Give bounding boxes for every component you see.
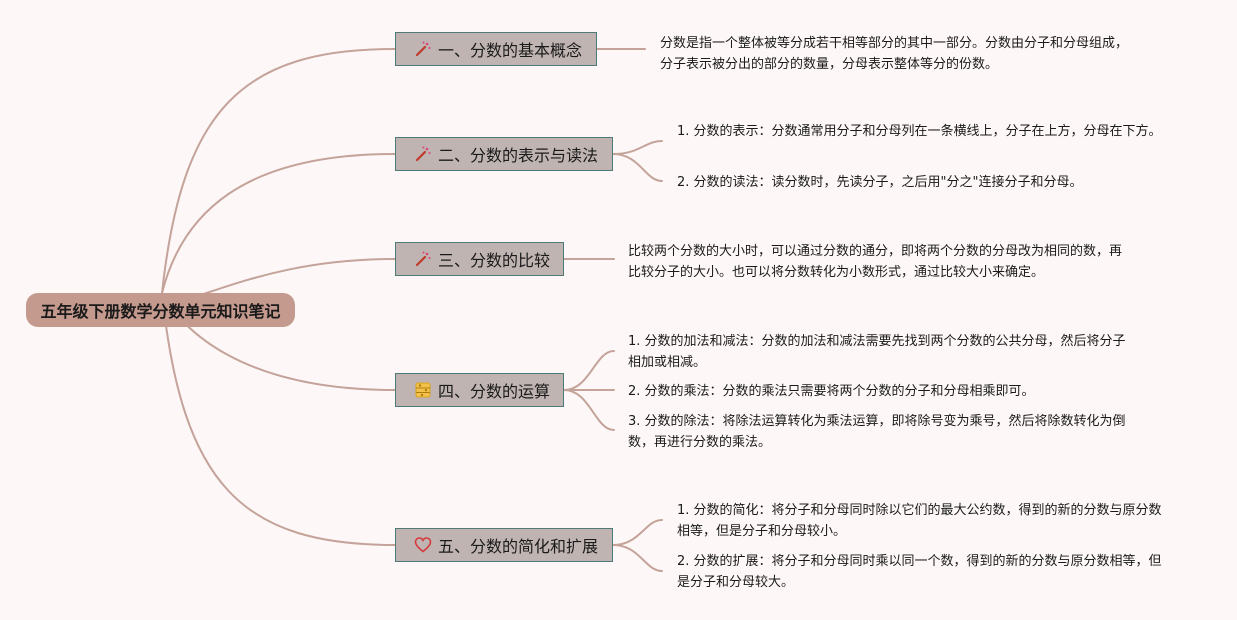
leaf-text: 2. 分数的读法：读分数时，先读分子，之后用"分之"连接分子和分母。 bbox=[677, 175, 1083, 190]
branch-operations[interactable]: 四、分数的运算 bbox=[395, 373, 564, 407]
branch-label: 二、分数的表示与读法 bbox=[438, 146, 599, 165]
magic-wand-icon bbox=[414, 145, 432, 163]
branch-comparison[interactable]: 三、分数的比较 bbox=[395, 242, 564, 276]
leaf-text: 3. 分数的除法：将除法运算转化为乘法运算，即将除号变为乘号，然后将除数转化为倒… bbox=[628, 414, 1126, 450]
branch-label: 三、分数的比较 bbox=[438, 251, 551, 270]
root-branch-connector bbox=[161, 153, 396, 294]
leaf-text: 1. 分数的加法和减法：分数的加法和减法需要先找到两个分数的公共分母，然后将分子… bbox=[628, 334, 1126, 370]
branch-leaf-connector bbox=[563, 389, 615, 431]
root-branch-connector bbox=[161, 292, 396, 546]
leaf-text: 比较两个分数的大小时，可以通过分数的通分，即将两个分数的分母改为相同的数，再比较… bbox=[628, 244, 1123, 280]
leaf-text: 2. 分数的扩展：将分子和分母同时乘以同一个数，得到的新的分数与原分数相等，但是… bbox=[677, 554, 1162, 590]
root-branch-connector bbox=[161, 48, 396, 294]
branch-basic-concept[interactable]: 一、分数的基本概念 bbox=[395, 32, 597, 66]
leaf-text: 1. 分数的表示：分数通常用分子和分母列在一条横线上，分子在上方，分母在下方。 bbox=[677, 124, 1162, 139]
leaf-text: 分数是指一个整体被等分成若干相等部分的其中一部分。分数由分子和分母组成，分子表示… bbox=[660, 36, 1129, 72]
branch-leaf-connector bbox=[612, 544, 663, 572]
leaf-text: 1. 分数的简化：将分子和分母同时除以它们的最大公约数，得到的新的分数与原分数相… bbox=[677, 503, 1162, 539]
root-topic-label: 五年级下册数学分数单元知识笔记 bbox=[40, 302, 281, 321]
root-topic[interactable]: 五年级下册数学分数单元知识笔记 bbox=[26, 293, 295, 327]
branch-leaf-connector bbox=[612, 519, 663, 546]
branch-label: 四、分数的运算 bbox=[438, 382, 551, 401]
heart-icon bbox=[414, 536, 432, 554]
magic-wand-icon bbox=[414, 250, 432, 268]
branch-leaf-connector bbox=[612, 153, 663, 182]
branch-leaf-connector bbox=[612, 140, 663, 155]
abacus-icon bbox=[414, 381, 432, 399]
branch-leaf-connector bbox=[563, 350, 615, 391]
branch-representation[interactable]: 二、分数的表示与读法 bbox=[395, 137, 613, 171]
branch-label: 一、分数的基本概念 bbox=[438, 41, 583, 60]
branch-label: 五、分数的简化和扩展 bbox=[438, 537, 599, 556]
leaf-text: 2. 分数的乘法：分数的乘法只需要将两个分数的分子和分母相乘即可。 bbox=[628, 384, 1035, 399]
branch-simplify-expand[interactable]: 五、分数的简化和扩展 bbox=[395, 528, 613, 562]
magic-wand-icon bbox=[414, 40, 432, 58]
